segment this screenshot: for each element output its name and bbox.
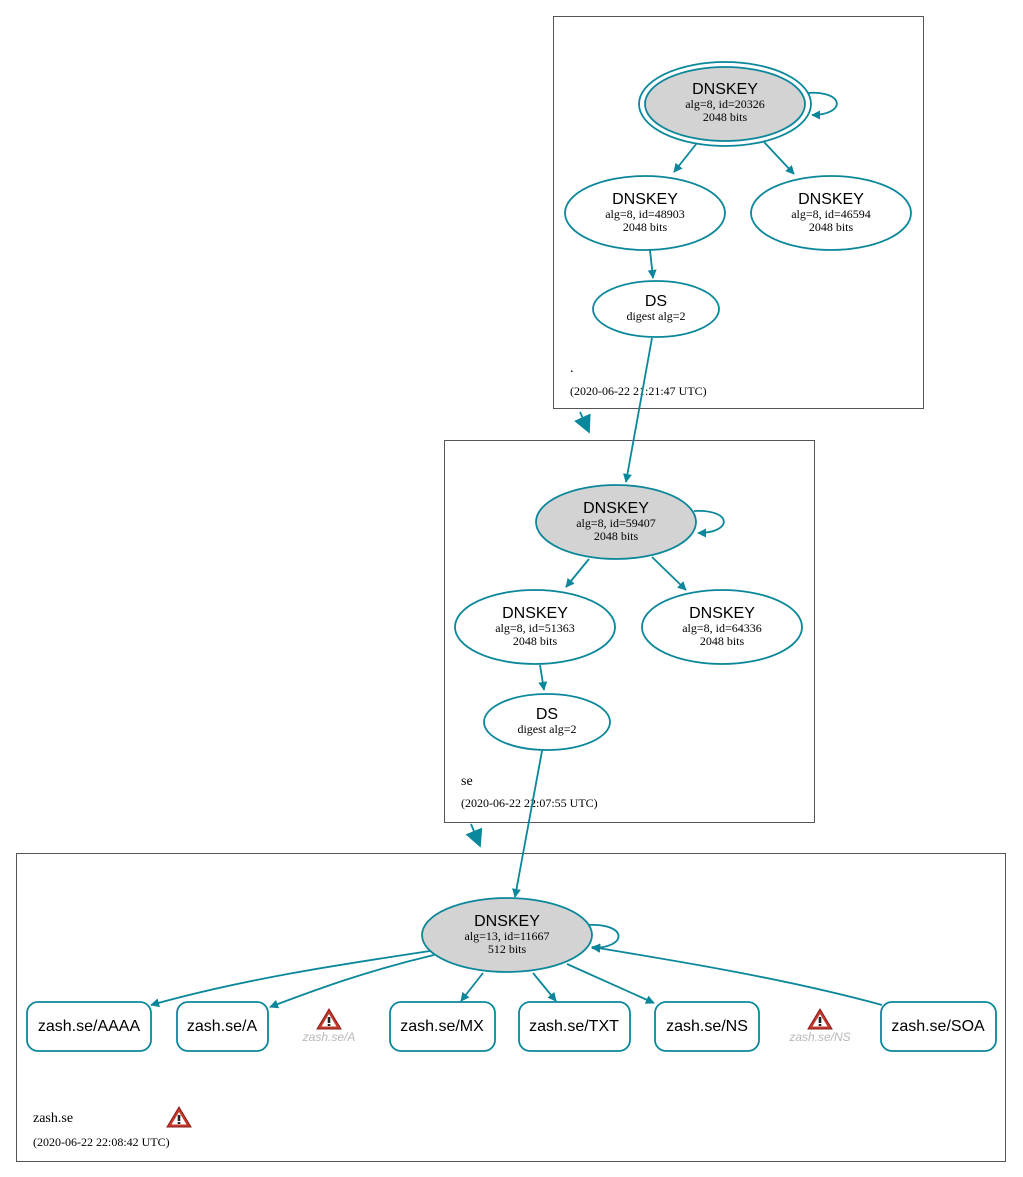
node-shape xyxy=(654,1001,760,1052)
node-detail: digest alg=2 xyxy=(517,722,576,736)
dnskey-node-root-zsk-48903[interactable]: DNSKEY alg=8, id=48903 2048 bits xyxy=(564,175,726,251)
node-title: DNSKEY xyxy=(692,81,758,98)
node-detail: alg=8, id=64336 xyxy=(682,621,762,635)
zone-root-timestamp: (2020-06-22 21:21:47 UTC) xyxy=(570,384,707,398)
node-title: DNSKEY xyxy=(689,605,755,622)
rrset-label: zash.se/SOA xyxy=(891,1018,985,1035)
edge-root-zsk1-ds xyxy=(647,249,657,279)
edge-se-ksk-zsk1 xyxy=(565,558,590,588)
node-detail: 2048 bits xyxy=(594,529,639,543)
node-shape xyxy=(176,1001,269,1052)
rrset-node-ns[interactable]: zash.se/NS xyxy=(654,1001,760,1052)
edge-se-ksk-zsk2 xyxy=(651,556,687,591)
dnskey-node-root-ksk[interactable]: DNSKEY alg=8, id=20326 2048 bits xyxy=(638,61,812,147)
node-shape xyxy=(564,175,726,251)
ds-node-root[interactable]: DS digest alg=2 xyxy=(592,280,720,338)
delegation-arrow-se-zash xyxy=(465,823,483,848)
node-shape xyxy=(483,693,611,751)
zone-se-timestamp: (2020-06-22 22:07:55 UTC) xyxy=(461,796,598,810)
node-detail: 2048 bits xyxy=(623,220,668,234)
zone-zash-name: zash.se xyxy=(33,1111,73,1126)
node-shape xyxy=(592,280,720,338)
edge-root-ksk-zsk2 xyxy=(763,141,795,175)
node-shape xyxy=(750,175,912,251)
dnskey-node-se-ksk[interactable]: DNSKEY alg=8, id=59407 2048 bits xyxy=(535,484,697,560)
edge-se-ksk-self xyxy=(693,510,725,538)
node-detail: alg=8, id=46594 xyxy=(791,207,871,221)
edge-root-ksk-self xyxy=(805,91,838,120)
edge-zash-key-txt xyxy=(532,972,557,1002)
node-detail: 2048 bits xyxy=(703,110,748,124)
dnskey-node-se-zsk-51363[interactable]: DNSKEY alg=8, id=51363 2048 bits xyxy=(454,589,616,665)
node-shape xyxy=(421,897,593,973)
node-shape xyxy=(880,1001,997,1052)
node-detail: alg=8, id=48903 xyxy=(605,207,685,221)
dnskey-node-se-zsk-64336[interactable]: DNSKEY alg=8, id=64336 2048 bits xyxy=(641,589,803,665)
edge-se-zsk1-ds xyxy=(538,664,548,691)
edge-root-ds-se-ksk xyxy=(623,337,653,483)
edge-zash-key-a xyxy=(269,954,435,1009)
node-detail: alg=8, id=20326 xyxy=(685,97,765,111)
rrset-node-txt[interactable]: zash.se/TXT xyxy=(518,1001,631,1052)
rrset-label: zash.se/NS xyxy=(666,1018,748,1035)
zone-se-name: se xyxy=(461,774,473,789)
edge-se-ds-zash-key xyxy=(512,750,543,898)
edge-zash-key-ns xyxy=(566,963,655,1004)
ds-node-se[interactable]: DS digest alg=2 xyxy=(483,693,611,751)
node-shape xyxy=(26,1001,152,1052)
rrset-node-a[interactable]: zash.se/A xyxy=(176,1001,269,1052)
rrset-node-soa[interactable]: zash.se/SOA xyxy=(880,1001,997,1052)
edge-zash-key-aaaa xyxy=(150,950,431,1008)
node-shape xyxy=(518,1001,631,1052)
warning-node-a[interactable]: zash.se/A xyxy=(302,1008,356,1044)
node-detail: alg=8, id=51363 xyxy=(495,621,575,635)
zone-root-name: . xyxy=(570,361,574,376)
node-shape xyxy=(644,66,806,142)
node-detail: alg=13, id=11667 xyxy=(464,929,549,943)
node-detail: 2048 bits xyxy=(809,220,854,234)
node-title: DS xyxy=(645,293,667,310)
node-title: DS xyxy=(536,706,558,723)
rrset-node-mx[interactable]: zash.se/MX xyxy=(389,1001,496,1052)
node-shape xyxy=(641,589,803,665)
node-detail: 512 bits xyxy=(488,942,527,956)
node-title: DNSKEY xyxy=(583,500,649,517)
rrset-label: zash.se/A xyxy=(187,1018,258,1035)
node-title: DNSKEY xyxy=(502,605,568,622)
node-title: DNSKEY xyxy=(798,191,864,208)
node-title: DNSKEY xyxy=(612,191,678,208)
node-shape xyxy=(389,1001,496,1052)
rrset-label: zash.se/AAAA xyxy=(38,1018,141,1035)
rrset-label: zash.se/MX xyxy=(400,1018,484,1035)
node-detail: digest alg=2 xyxy=(626,309,685,323)
node-shape xyxy=(535,484,697,560)
warning-node-ns[interactable]: zash.se/NS xyxy=(788,1008,851,1044)
warning-label: zash.se/A xyxy=(302,1030,356,1044)
rrset-node-aaaa[interactable]: zash.se/AAAA xyxy=(26,1001,152,1052)
node-shape xyxy=(454,589,616,665)
node-detail: alg=8, id=59407 xyxy=(576,516,656,530)
dnskey-node-zash[interactable]: DNSKEY alg=13, id=11667 512 bits xyxy=(421,897,593,973)
edge-zash-key-self xyxy=(587,924,620,953)
node-title: DNSKEY xyxy=(474,913,540,930)
edge-soa-zash-key xyxy=(591,943,883,1006)
node-detail: 2048 bits xyxy=(513,634,558,648)
node-detail: 2048 bits xyxy=(700,634,745,648)
dnskey-node-root-zsk-46594[interactable]: DNSKEY alg=8, id=46594 2048 bits xyxy=(750,175,912,251)
zone-zash-timestamp: (2020-06-22 22:08:42 UTC) xyxy=(33,1135,170,1149)
rrset-label: zash.se/TXT xyxy=(529,1018,619,1035)
delegation-arrow-root-se xyxy=(574,411,591,434)
edge-zash-key-mx xyxy=(460,972,484,1002)
edge-root-ksk-zsk1 xyxy=(673,142,698,173)
warning-label: zash.se/NS xyxy=(788,1030,850,1044)
